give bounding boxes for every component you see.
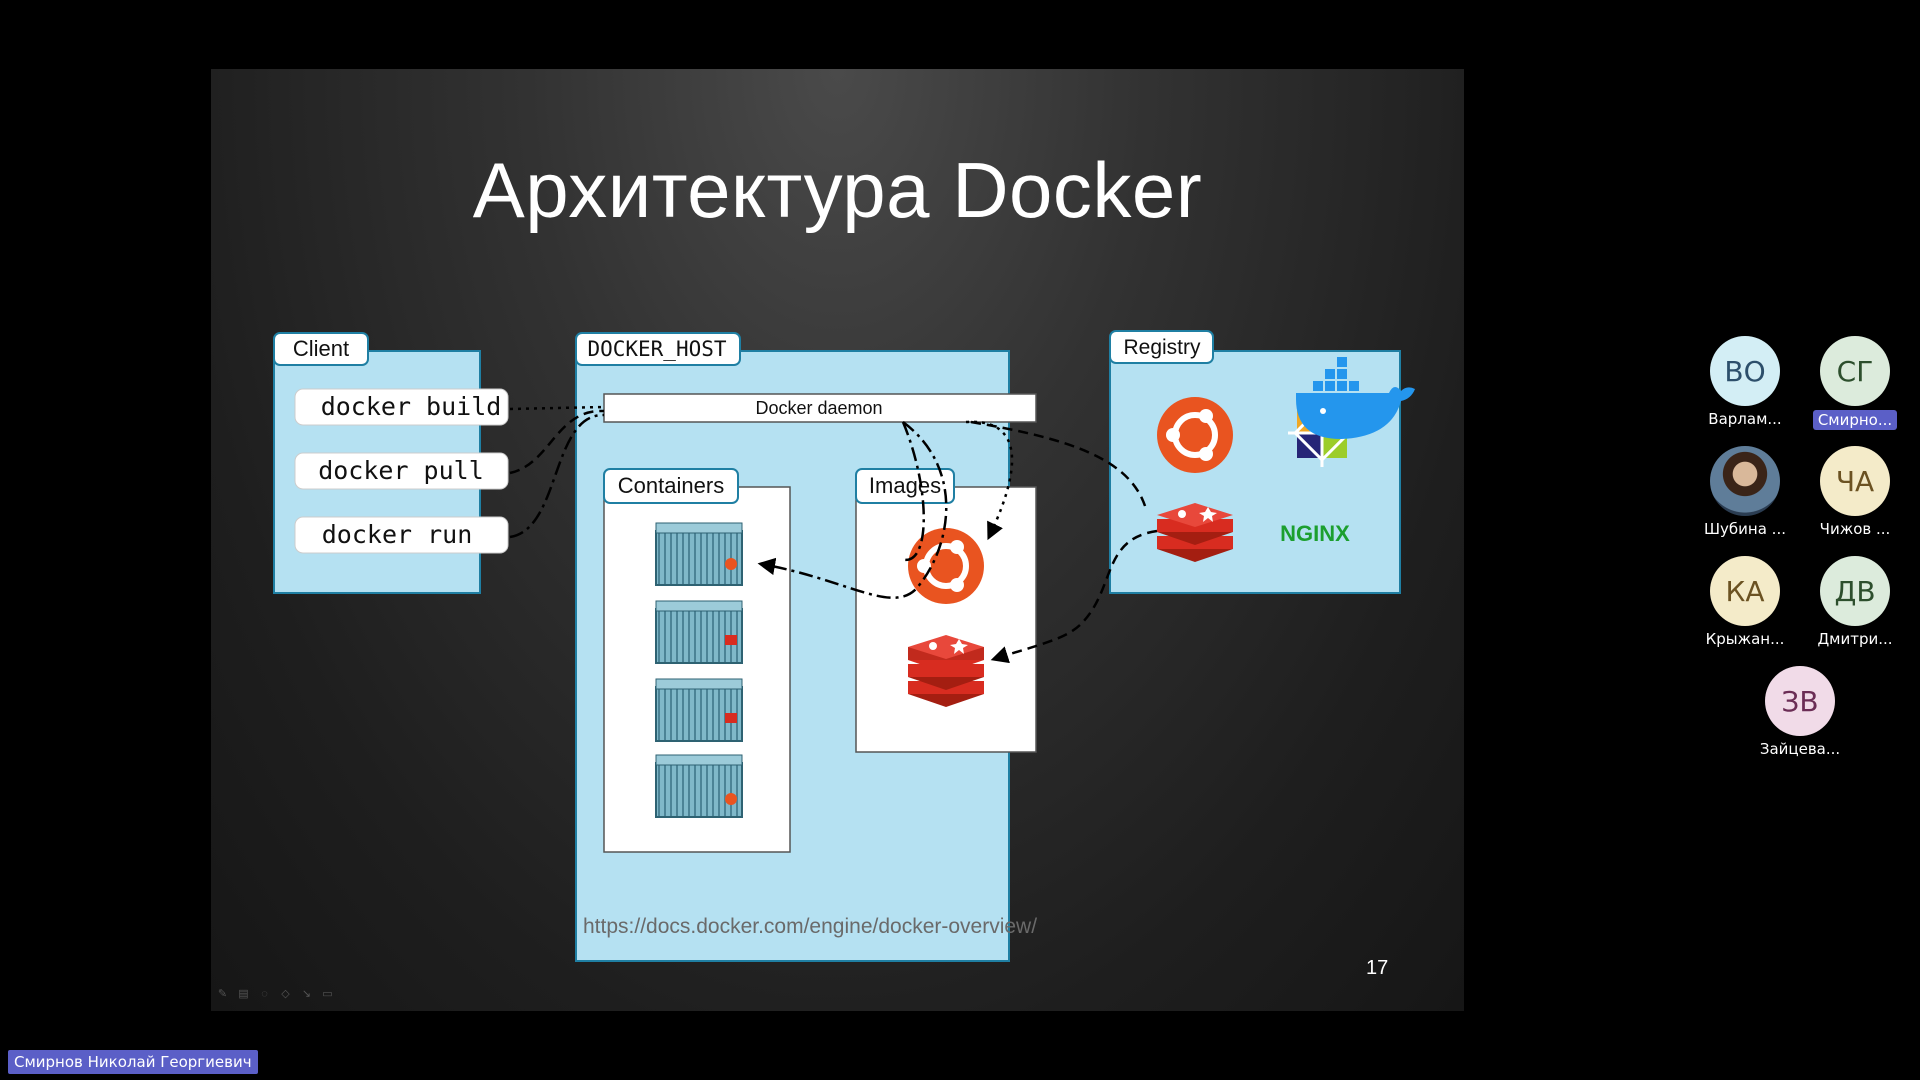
avatar: СГ bbox=[1820, 336, 1890, 406]
slide-title: Архитектура Docker bbox=[472, 146, 1203, 234]
slide-page-number: 17 bbox=[1366, 957, 1389, 979]
avatar: ЧА bbox=[1820, 446, 1890, 516]
eraser-icon[interactable]: ◌ bbox=[261, 988, 268, 1000]
pull-connector bbox=[509, 409, 605, 475]
command-docker-pull: docker pull bbox=[294, 452, 509, 490]
docker-daemon-label: Docker daemon bbox=[755, 398, 882, 418]
redis-registry-icon bbox=[1157, 503, 1233, 562]
redis-image-icon bbox=[908, 635, 984, 707]
presentation-slide: Архитектура Docker Client docker build d… bbox=[211, 69, 1464, 1011]
container-icon bbox=[655, 522, 743, 586]
avatar-photo bbox=[1710, 446, 1780, 516]
pointer-icon[interactable]: ◇ bbox=[281, 988, 290, 1000]
container-icon bbox=[655, 600, 743, 664]
highlighter-icon[interactable]: ▤ bbox=[238, 988, 249, 1000]
command-docker-run: docker run bbox=[294, 516, 509, 554]
command-label: docker pull bbox=[318, 456, 484, 485]
pen-icon[interactable]: ✎ bbox=[217, 988, 228, 1000]
participant-tile[interactable]: СГ Смирно... bbox=[1800, 336, 1910, 430]
participant-name: Крыжан... bbox=[1705, 630, 1785, 648]
container-icon bbox=[655, 678, 743, 742]
arrow-icon[interactable]: ↘ bbox=[301, 988, 312, 1000]
run-to-container-arrow bbox=[757, 420, 948, 599]
daemon-to-registry-line bbox=[970, 420, 1148, 510]
registry-to-image-arrow bbox=[990, 529, 1158, 664]
client-label: Client bbox=[293, 336, 349, 361]
participant-tile[interactable]: ЗВ Зайцева... bbox=[1745, 666, 1855, 758]
client-panel: Client docker build docker pull docker r… bbox=[273, 332, 509, 594]
participant-name: Чижов ... bbox=[1819, 520, 1891, 538]
participant-name: Зайцева... bbox=[1759, 740, 1841, 758]
container-icon bbox=[655, 754, 743, 818]
docker-host-label: DOCKER_HOST bbox=[587, 337, 726, 361]
command-label: docker build bbox=[321, 392, 502, 421]
participant-tile[interactable]: ДВ Дмитри... bbox=[1800, 556, 1910, 648]
docker-architecture-diagram: Client docker build docker pull docker r… bbox=[273, 330, 1415, 962]
participant-name: Дмитри... bbox=[1817, 630, 1893, 648]
participant-name: Смирно... bbox=[1812, 410, 1898, 430]
docker-host-panel: DOCKER_HOST Docker daemon Containers bbox=[575, 332, 1037, 962]
participant-name: Шубина ... bbox=[1704, 520, 1786, 538]
participant-tile[interactable]: ЧА Чижов ... bbox=[1800, 446, 1910, 538]
registry-label: Registry bbox=[1123, 336, 1201, 359]
avatar: ВО bbox=[1710, 336, 1780, 406]
participant-tile[interactable]: КА Крыжан... bbox=[1690, 556, 1800, 648]
registry-panel: Registry bbox=[1109, 330, 1415, 594]
run-connector bbox=[509, 413, 605, 539]
ubuntu-registry-icon bbox=[1157, 397, 1233, 473]
docker-daemon-bar bbox=[603, 393, 1037, 423]
run-to-image-line bbox=[900, 421, 925, 562]
avatar: ЗВ bbox=[1765, 666, 1835, 736]
command-label: docker run bbox=[322, 520, 473, 549]
participants-panel: ВО Варлам... СГ Смирно... Шубина ... ЧА … bbox=[1690, 336, 1910, 758]
containers-label: Containers bbox=[618, 473, 724, 498]
command-docker-build: docker build bbox=[294, 388, 509, 426]
nginx-logo: NGINX bbox=[1280, 521, 1350, 546]
ubuntu-image-icon bbox=[908, 528, 984, 604]
screen-icon[interactable]: ▭ bbox=[322, 988, 333, 1000]
active-speaker-label: Смирнов Николай Георгиевич bbox=[8, 1050, 258, 1074]
participant-tile[interactable]: Шубина ... bbox=[1690, 446, 1800, 538]
participant-name: Варлам... bbox=[1708, 410, 1782, 428]
participant-tile[interactable]: ВО Варлам... bbox=[1690, 336, 1800, 428]
avatar: ДВ bbox=[1820, 556, 1890, 626]
docker-whale-icon bbox=[1296, 357, 1415, 439]
avatar: КА bbox=[1710, 556, 1780, 626]
slide-annotation-toolbar: ✎ ▤ ◌ ◇ ↘ ▭ bbox=[215, 988, 335, 1000]
diagram-connectors bbox=[509, 405, 1158, 664]
images-label: Images bbox=[869, 473, 941, 498]
slide-source-url: https://docs.docker.com/engine/docker-ov… bbox=[583, 915, 1038, 938]
